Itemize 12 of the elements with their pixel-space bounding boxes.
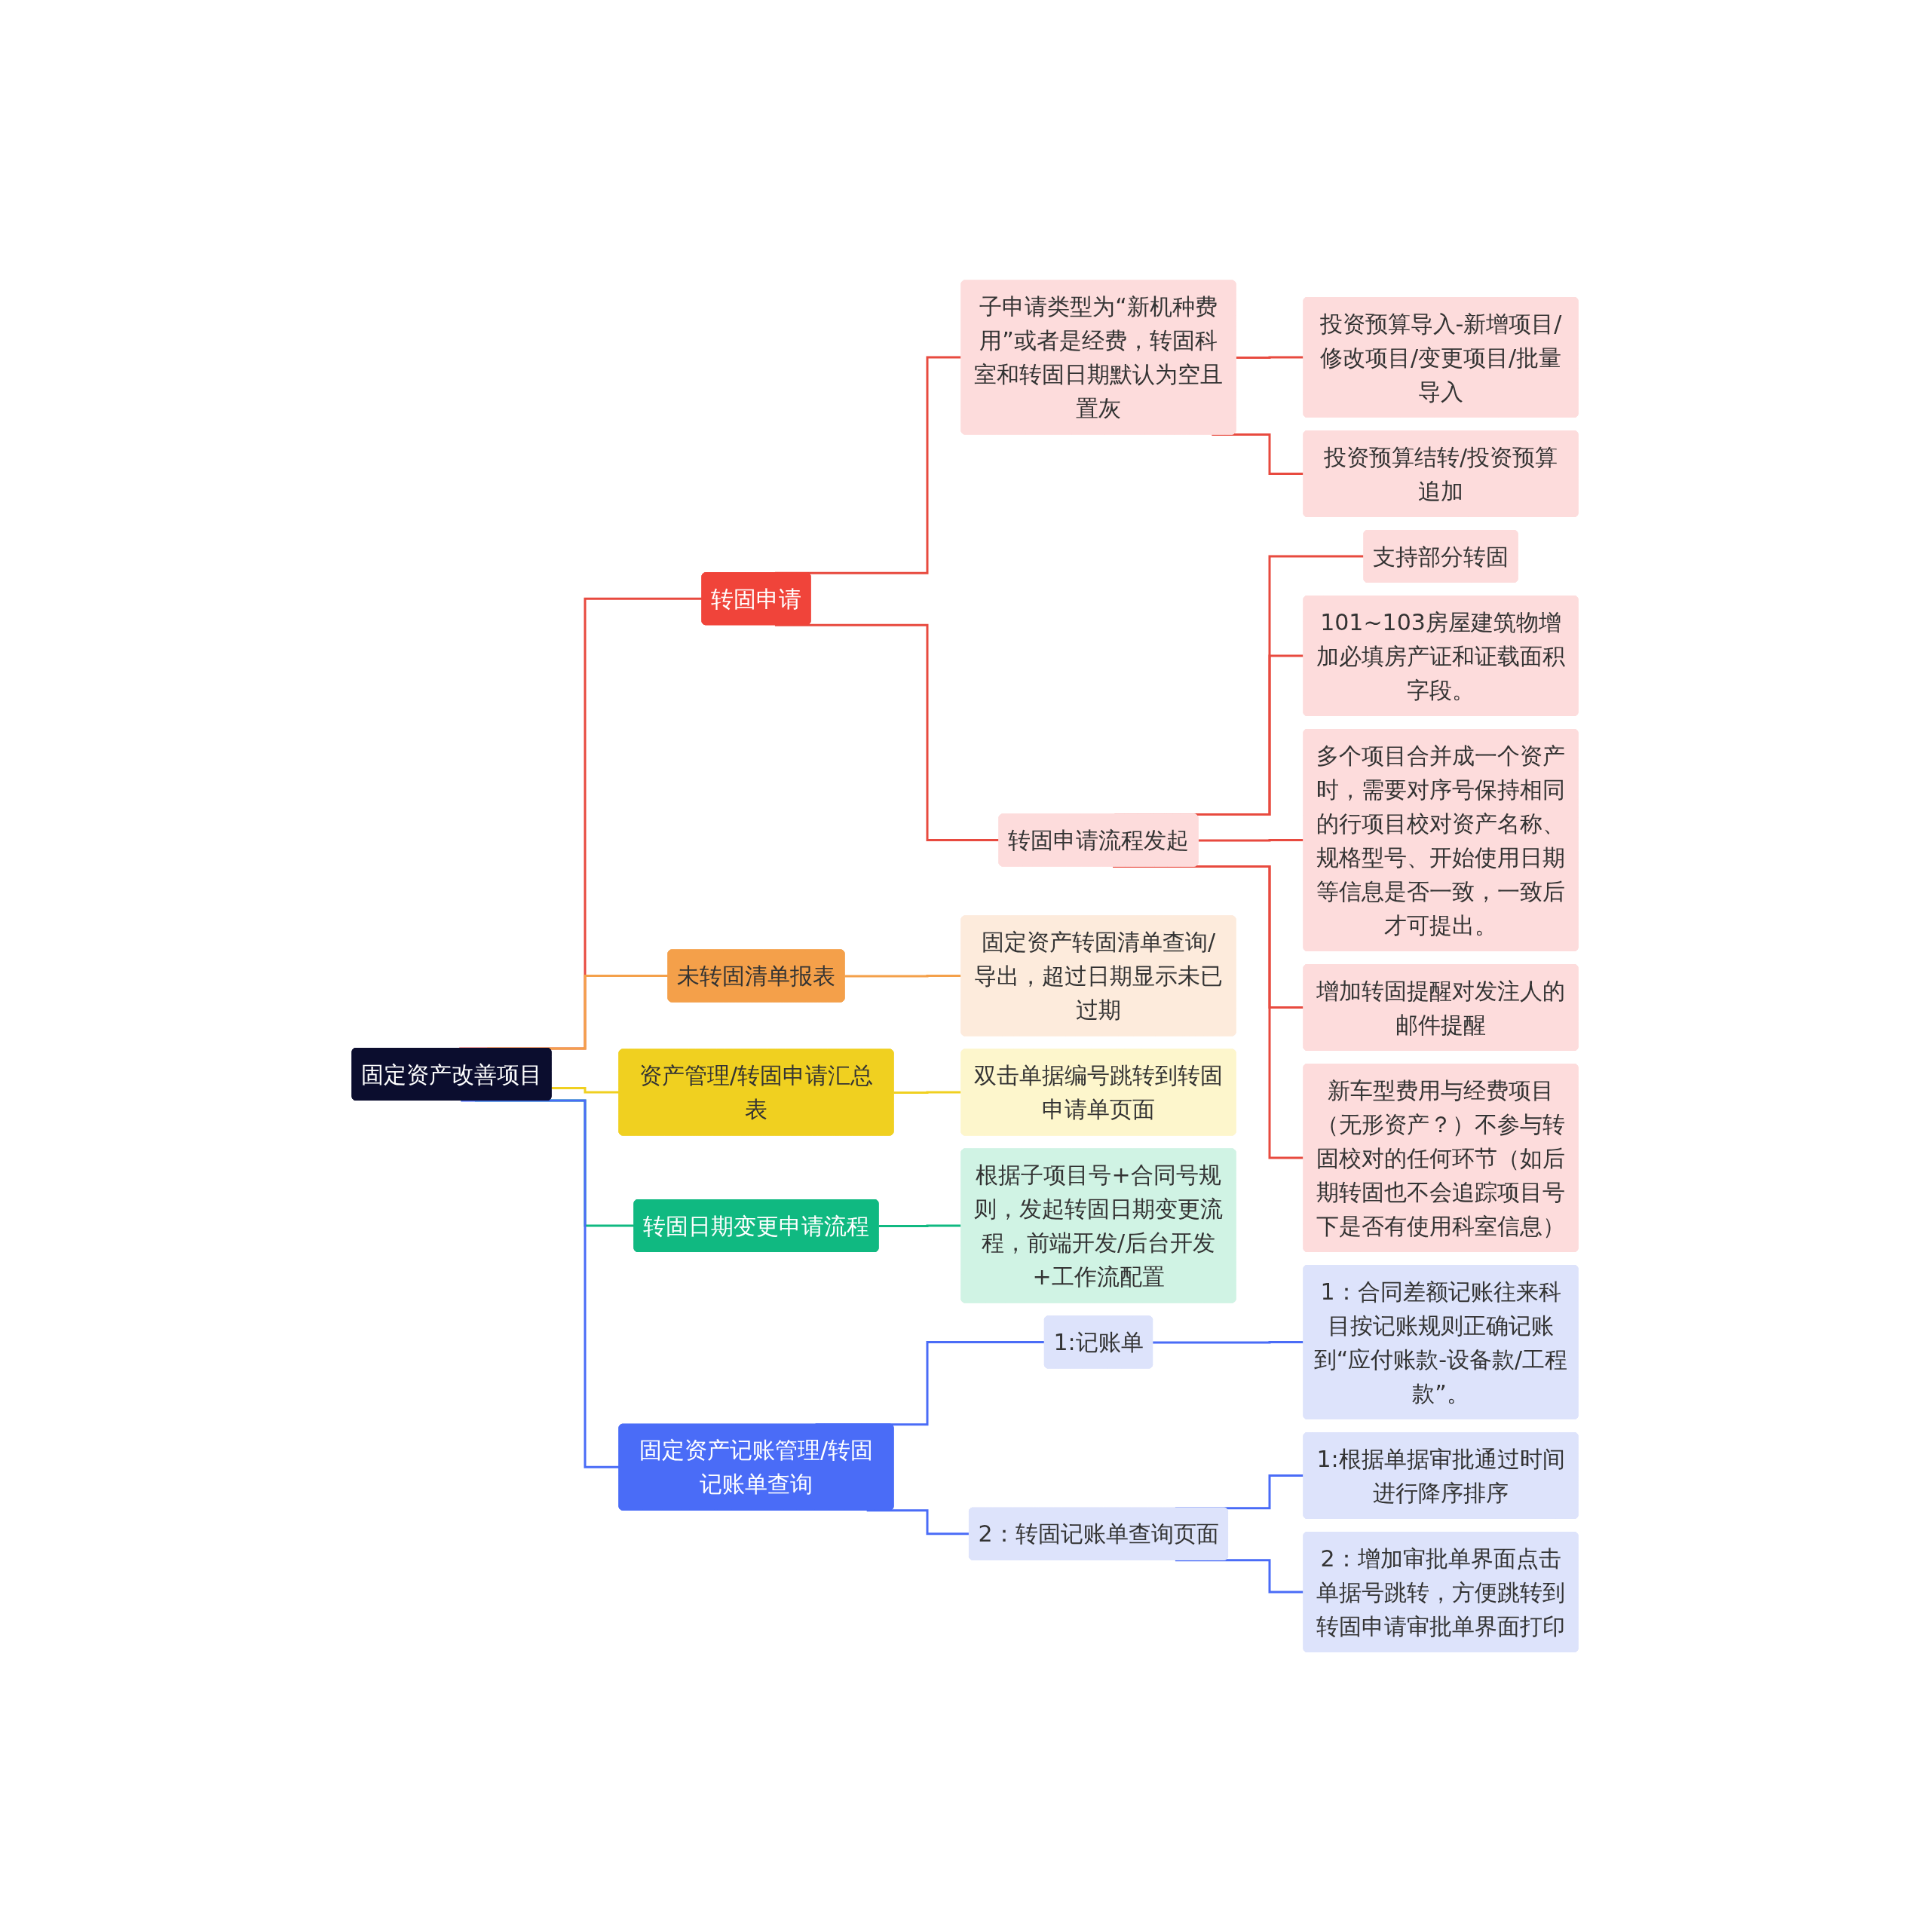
connector <box>878 1224 963 1227</box>
connector <box>1236 356 1305 359</box>
connector <box>461 1099 620 1468</box>
connector <box>1153 1340 1305 1344</box>
connector <box>1113 865 1305 1159</box>
connector <box>844 974 963 978</box>
connector <box>1212 433 1305 476</box>
connector <box>893 1091 963 1094</box>
connector <box>1175 1559 1305 1594</box>
connector <box>551 1086 620 1094</box>
connector <box>1198 838 1305 842</box>
connector <box>774 623 1000 842</box>
